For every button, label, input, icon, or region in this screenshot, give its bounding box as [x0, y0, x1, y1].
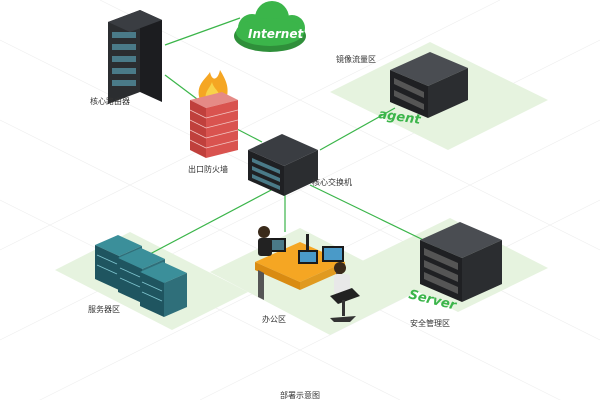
core-switch-label: 核心交换机 [312, 177, 352, 187]
office-workstation-icon [255, 226, 360, 322]
agent-server-icon [390, 52, 468, 118]
link-firewall-switch [234, 127, 263, 143]
firewall-icon [189, 70, 239, 158]
link-switch-server [147, 187, 276, 256]
link-router-internet [164, 17, 241, 46]
office-zone-label: 办公区 [262, 314, 286, 324]
security-zone-label: 安全管理区 [410, 318, 450, 328]
link-switch-security [309, 184, 441, 249]
diagram-caption: 部署示意图 [280, 390, 320, 400]
server-zone-label: 服务器区 [88, 304, 120, 314]
agent-label: agent [377, 107, 422, 128]
core-router-icon [108, 10, 162, 104]
link-switch-mirror [319, 107, 396, 151]
core-router-label: 核心路由器 [90, 96, 130, 106]
core-switch-icon [248, 134, 318, 196]
security-server-icon [420, 222, 502, 302]
mirror-zone-label: 镜像流量区 [336, 54, 376, 64]
server-stack-icon [95, 235, 187, 317]
internet-label: Internet [248, 27, 304, 41]
internet-cloud-icon [234, 1, 306, 52]
firewall-label: 出口防火墙 [188, 164, 228, 174]
